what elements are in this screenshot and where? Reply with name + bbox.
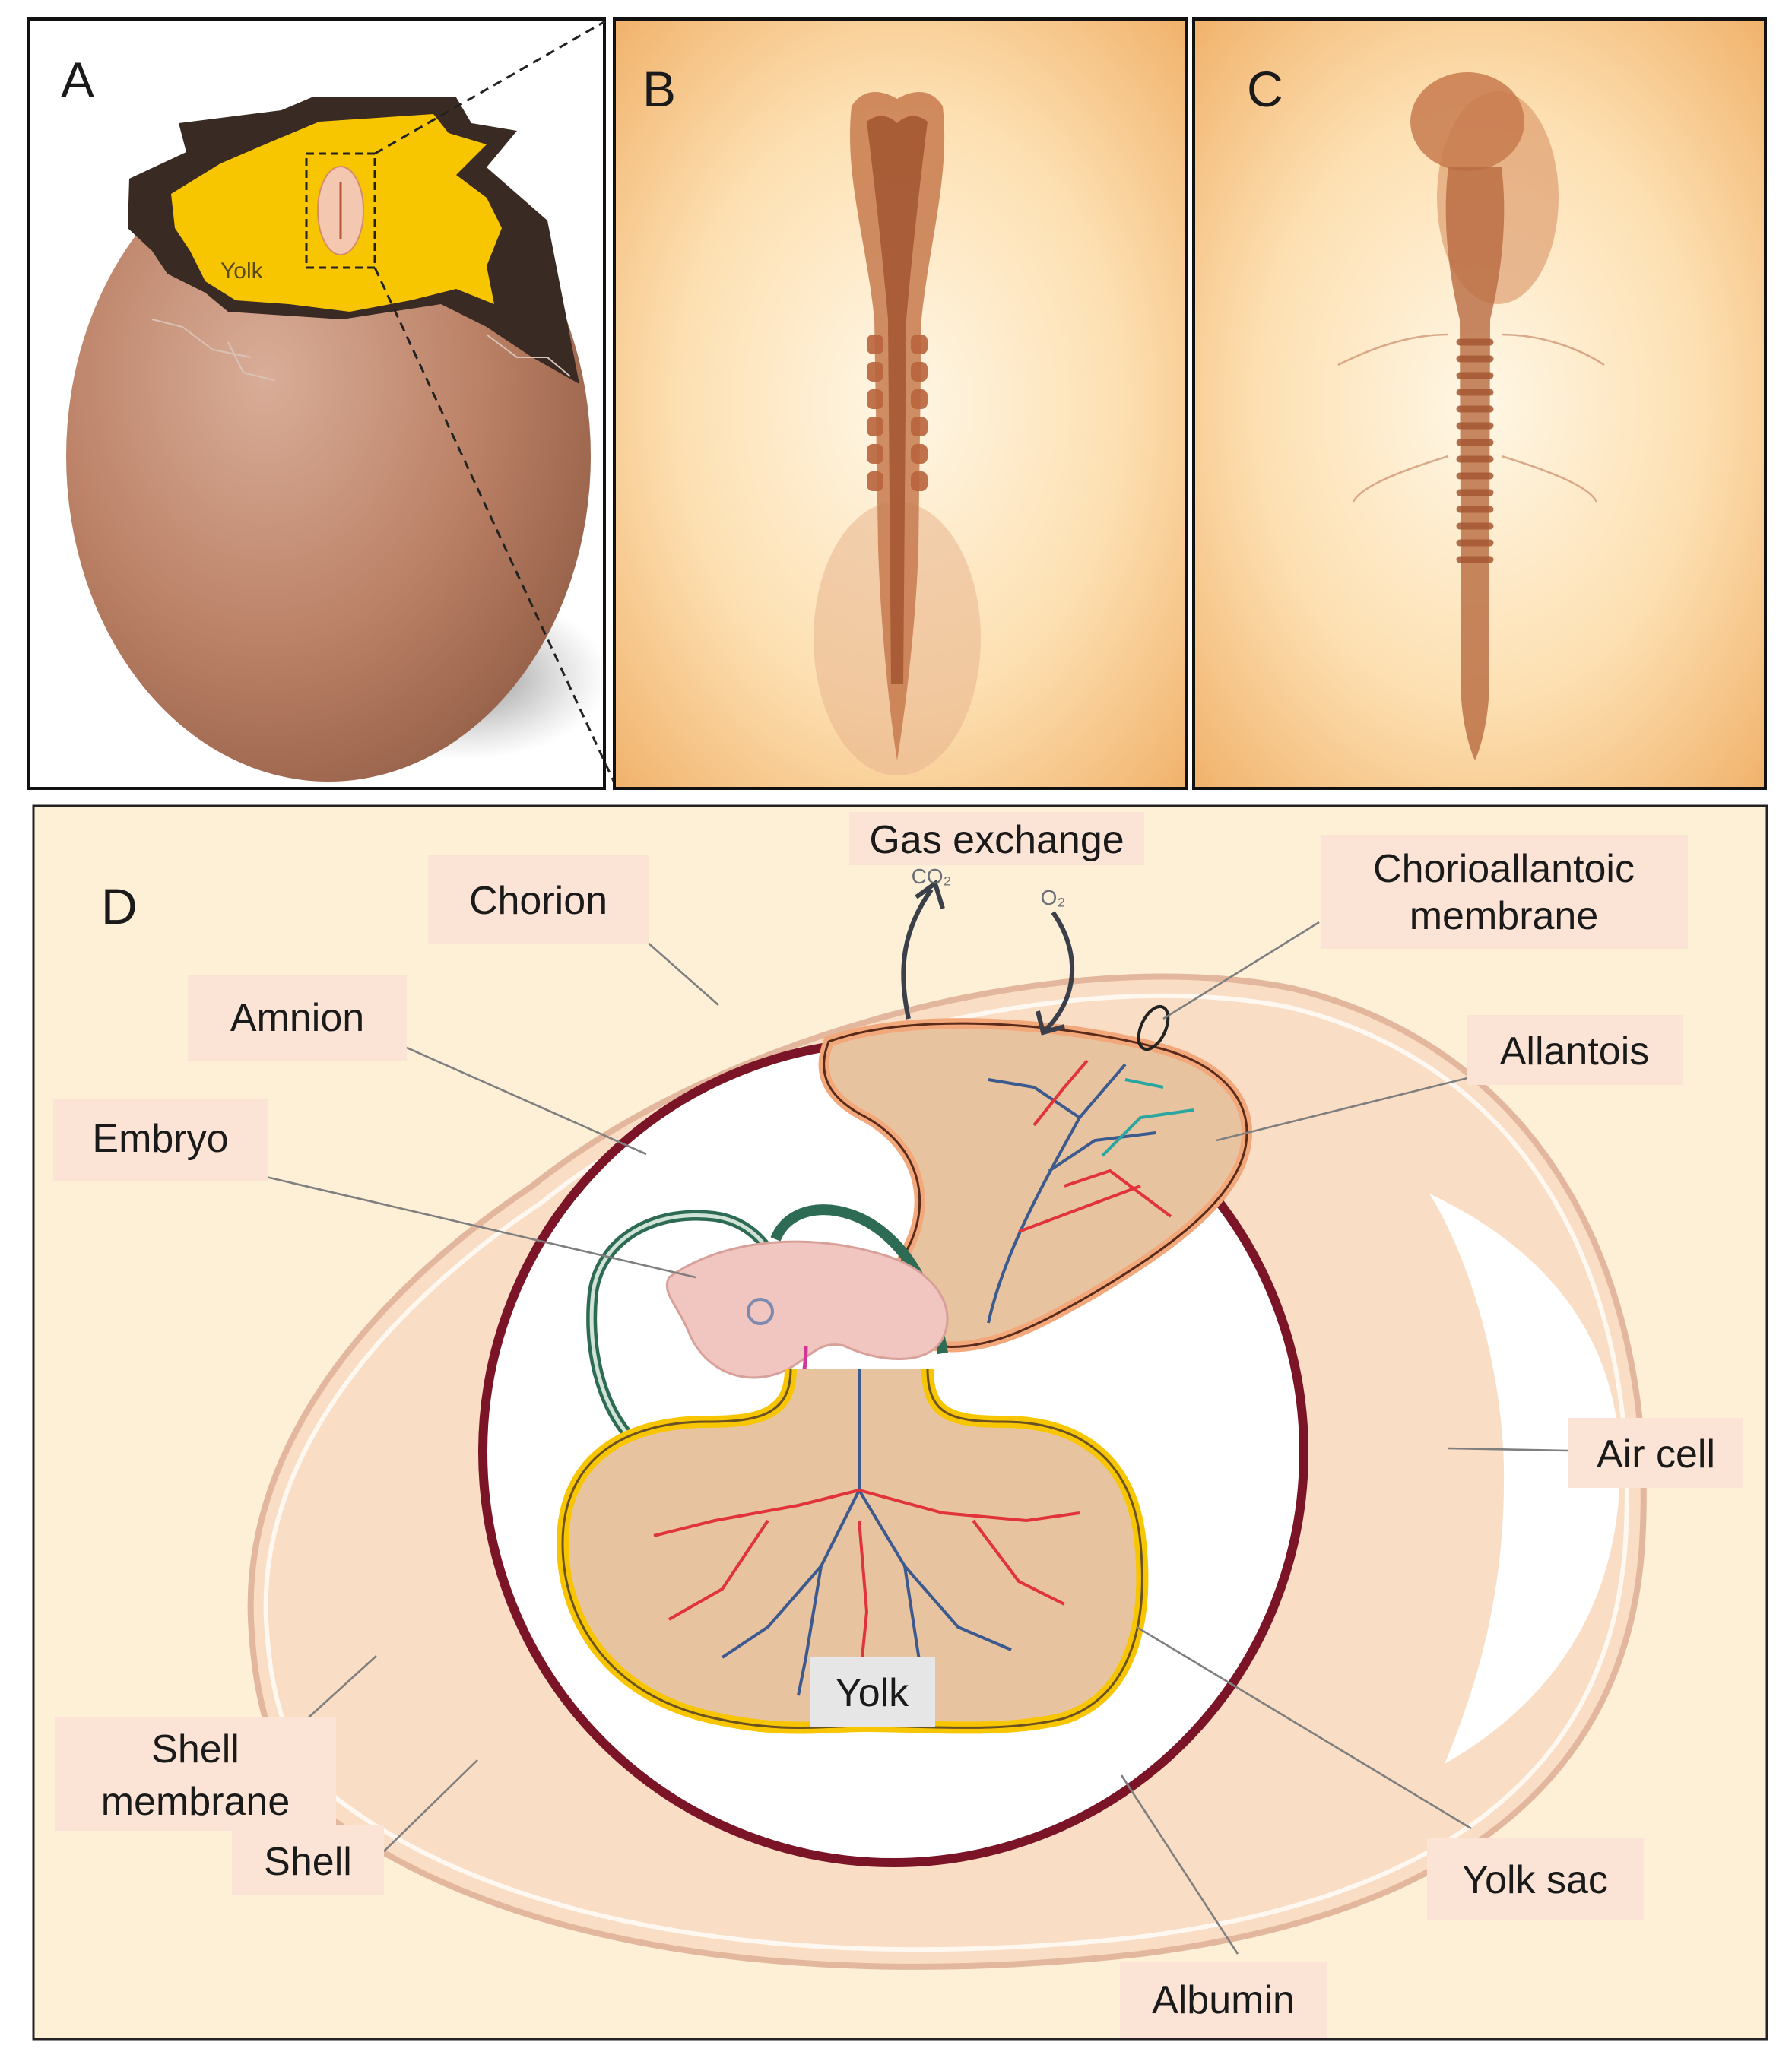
label-yolk-sac-text: Yolk sac (1462, 1858, 1608, 1902)
label-gas-exchange-text: Gas exchange (869, 818, 1124, 862)
label-chorioallantoic-line1: Chorioallantoic (1373, 847, 1635, 891)
leader-amnion (406, 1046, 647, 1156)
allantois-vessels (987, 1059, 1194, 1324)
leader-albumin (1120, 1774, 1239, 1955)
leader-yolk-sac (1136, 1625, 1472, 1830)
leader-air-cell (1448, 1447, 1569, 1452)
label-chorioallantoic-membrane: Chorioallantoic membrane (1321, 835, 1688, 949)
label-amnion: Amnion (188, 975, 407, 1061)
zoom-line-bottom (373, 267, 619, 790)
label-albumin-text: Albumin (1152, 1978, 1295, 2022)
label-yolk-text: Yolk (836, 1671, 909, 1715)
somites-b (867, 335, 928, 491)
panel-a-letter: A (61, 52, 94, 108)
somites-c (1456, 338, 1494, 563)
panel-c: C (1192, 17, 1767, 790)
o2-arrow (1043, 911, 1074, 1032)
brain-vesicle (1410, 72, 1524, 171)
leader-embryo (265, 1175, 696, 1279)
label-shell-text: Shell (264, 1840, 352, 1884)
label-chorion: Chorion (428, 855, 649, 944)
label-yolk: Yolk (810, 1657, 935, 1727)
label-embryo: Embryo (53, 1099, 268, 1181)
panel-d-letter: D (101, 878, 138, 934)
zoom-line-top (374, 20, 606, 155)
panel-a-yolk-label: Yolk (220, 258, 264, 284)
label-chorion-text: Chorion (469, 879, 607, 923)
vitelline-vessels-c (1337, 333, 1605, 503)
label-chorioallantoic-line2: membrane (1410, 894, 1599, 938)
leader-chorion (645, 940, 719, 1006)
label-air-cell-text: Air cell (1597, 1432, 1715, 1476)
panel-a: Yolk A (27, 17, 608, 790)
leader-shell (383, 1759, 478, 1852)
label-allantois-text: Allantois (1500, 1029, 1650, 1074)
leader-chorioallantoic (1162, 921, 1320, 1020)
allantois-outline (823, 1022, 1248, 1349)
leader-allantois (1216, 1077, 1468, 1142)
label-shell: Shell (232, 1825, 384, 1895)
panel-d: Gas exchange CO₂ O₂ Chorion Chorioallant… (32, 804, 1768, 2041)
shell-cracks (151, 319, 571, 381)
air-cell (1429, 1194, 1620, 1764)
label-o2: O₂ (1041, 886, 1066, 909)
label-shell-membrane-line1: Shell (151, 1727, 239, 1771)
label-albumin: Albumin (1120, 1962, 1327, 2038)
panel-b: B (613, 17, 1188, 790)
label-shell-membrane: Shell membrane (55, 1717, 336, 1831)
yolk-sac-vessels (653, 1369, 1080, 1704)
neural-tube-c (1445, 167, 1505, 760)
label-amnion-text: Amnion (230, 996, 364, 1040)
label-embryo-text: Embryo (92, 1117, 228, 1161)
label-shell-membrane-line2: membrane (101, 1780, 290, 1824)
neural-plate (867, 116, 928, 685)
embryo-body (665, 1240, 949, 1379)
panel-c-letter: C (1247, 61, 1283, 117)
label-gas-exchange: Gas exchange (849, 812, 1144, 865)
label-allantois: Allantois (1467, 1015, 1683, 1085)
label-air-cell: Air cell (1568, 1418, 1743, 1488)
label-yolk-sac: Yolk sac (1427, 1838, 1644, 1920)
label-co2: CO₂ (912, 864, 952, 888)
chorioallantoic-marker (1137, 1004, 1170, 1051)
o2-arrowhead (1036, 1010, 1065, 1036)
embryo-eye (747, 1298, 774, 1325)
co2-arrowhead (915, 880, 945, 909)
panel-b-letter: B (642, 61, 676, 117)
zoom-box (305, 152, 376, 269)
co2-arrow (901, 888, 934, 1020)
